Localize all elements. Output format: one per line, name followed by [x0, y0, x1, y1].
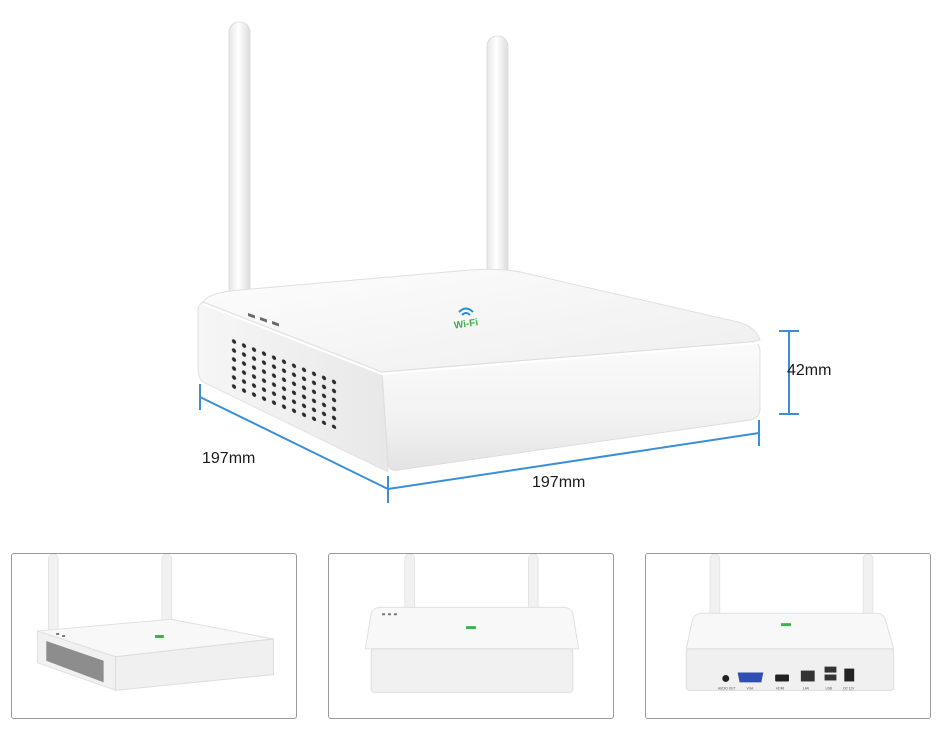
dimension-height — [779, 330, 799, 415]
status-leds — [248, 313, 279, 327]
thumbnail-rear-view[interactable]: AUDIO OUT VGA HDMI LAN USB DC 12V — [645, 553, 931, 719]
thumbnail-angled-view[interactable] — [11, 553, 297, 719]
antenna-left — [228, 21, 251, 313]
dimension-height-label: 42mm — [787, 362, 831, 379]
wifi-logo-icon: Wi-Fi — [453, 307, 479, 332]
rear-label-hdmi: HDMI — [776, 686, 784, 690]
dimension-depth-label: 197mm — [202, 450, 255, 467]
thumbnail-front-view[interactable] — [328, 553, 614, 719]
rear-label-usb: USB — [826, 686, 833, 690]
main-product-figure: Wi-Fi 42mm 197mm 197mm — [197, 21, 831, 503]
thumbnail-front-image — [364, 554, 580, 693]
rear-label-audio: AUDIO OUT — [718, 686, 736, 690]
rear-label-dc: DC 12V — [843, 686, 855, 690]
rear-label-vga: VGA — [747, 686, 755, 690]
rear-label-lan: LAN — [803, 686, 810, 690]
dimension-width — [387, 420, 760, 503]
thumbnail-angled-image — [36, 554, 275, 692]
wifi-logo-text: Wi-Fi — [453, 317, 479, 331]
antenna-right — [486, 35, 509, 302]
dimension-width-label: 197mm — [532, 474, 585, 491]
device-body: Wi-Fi — [197, 268, 761, 473]
thumbnail-rear-image: AUDIO OUT VGA HDMI LAN USB DC 12V — [685, 554, 895, 691]
